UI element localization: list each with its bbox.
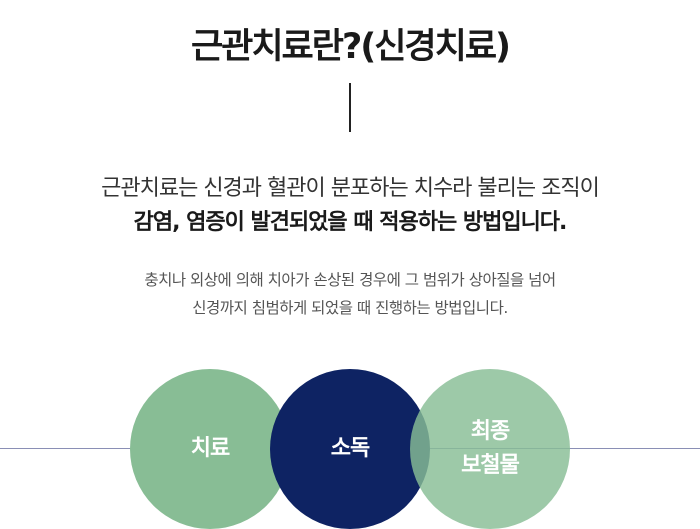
step-circle-treatment: 치료 <box>130 369 290 529</box>
step-label-line-1: 최종 <box>470 419 510 444</box>
step-label: 소독 <box>330 436 370 461</box>
step-circle-disinfection: 소독 <box>270 369 430 529</box>
description-line-1: 충치나 외상에 의해 치아가 손상된 경우에 그 범위가 상아질을 넘어 <box>144 271 556 289</box>
step-label-line-2: 보철물 <box>461 453 520 478</box>
description-text: 충치나 외상에 의해 치아가 손상된 경우에 그 범위가 상아질을 넘어 신경까… <box>0 266 700 322</box>
step-label: 치료 <box>190 436 230 461</box>
page-title: 근관치료란?(신경치료) <box>190 27 511 68</box>
step-circle-final-prosthesis: 최종 보철물 <box>410 369 570 529</box>
vertical-divider <box>349 83 351 132</box>
description-line-2: 신경까지 침범하게 되었을 때 진행하는 방법입니다. <box>192 299 508 317</box>
lead-text: 근관치료는 신경과 혈관이 분포하는 치수라 불리는 조직이 감염, 염증이 발… <box>0 172 700 240</box>
lead-line-1: 근관치료는 신경과 혈관이 분포하는 치수라 불리는 조직이 <box>101 176 600 201</box>
lead-line-2: 감염, 염증이 발견되었을 때 적용하는 방법입니다. <box>133 210 568 235</box>
